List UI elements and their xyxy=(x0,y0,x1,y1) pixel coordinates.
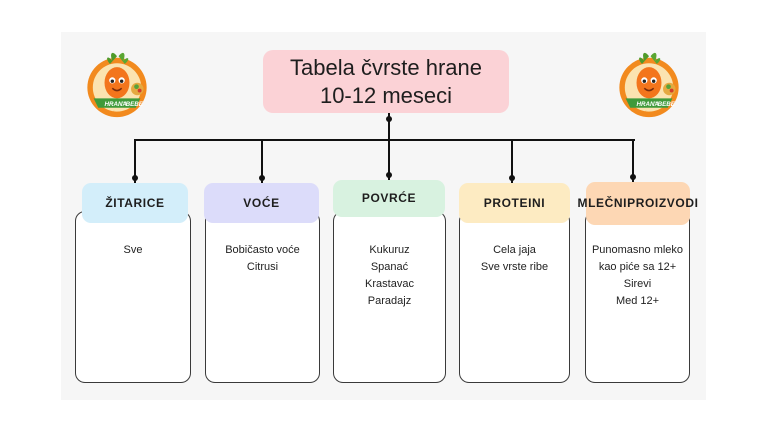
logo-word-bebe: BEBE xyxy=(126,101,144,108)
column-heading-text: MLEČNI xyxy=(577,196,628,210)
column-item: Citrusi xyxy=(246,261,279,273)
column-item: Kukuruz xyxy=(369,244,410,256)
column-box: Sve xyxy=(75,211,191,383)
column-connector-dot xyxy=(630,174,636,180)
column-item: Sve vrste ribe xyxy=(480,261,549,273)
column-item: Punomasno mleko xyxy=(591,244,684,256)
logo-word-za: za xyxy=(122,100,126,104)
column-item: Krastavac xyxy=(365,278,414,290)
logo-tagline: VEČNOVIĆ xyxy=(640,110,659,115)
column-item: Spanać xyxy=(370,261,409,273)
column-connector-dot xyxy=(259,175,265,181)
column-heading-text: ŽITARICE xyxy=(105,195,165,210)
column-connector-dot xyxy=(386,172,392,178)
diagram-title: Tabela čvrste hrane 10-12 meseci xyxy=(263,50,509,113)
column-item: Sve xyxy=(123,244,143,256)
column-connector-dot xyxy=(509,175,515,181)
column-heading: ŽITARICE xyxy=(82,183,188,223)
logo-word-hrana: HRANA xyxy=(105,101,128,108)
logo-tagline: VEČNOVIĆ xyxy=(108,110,127,115)
column-heading-text: PROIZVODI xyxy=(627,196,699,210)
column-heading-text: PROTEINI xyxy=(483,195,546,210)
column-heading: POVRĆE xyxy=(333,180,445,217)
carrot-mascot-logo-left: HRANA za BEBE VEČNOVIĆ xyxy=(87,52,147,118)
logo-word-bebe: BEBE xyxy=(658,101,676,108)
title-line-2: 10-12 meseci xyxy=(319,82,453,108)
column-heading: VOĆE xyxy=(204,183,319,223)
column-item: Sirevi xyxy=(623,278,652,290)
logo-word-hrana: HRANA xyxy=(637,101,660,108)
column-connector-dot xyxy=(132,175,138,181)
carrot-mascot-logo-right: HRANA za BEBE VEČNOVIĆ xyxy=(619,52,679,118)
logo-word-za: za xyxy=(654,100,658,104)
title-line-1: Tabela čvrste hrane xyxy=(290,54,482,80)
column-item: Paradajz xyxy=(367,295,412,307)
column-item: Bobičasto voće xyxy=(225,244,300,256)
column-heading-text: VOĆE xyxy=(243,195,280,210)
column-heading: PROTEINI xyxy=(459,183,570,223)
column-item: Cela jaja xyxy=(493,244,536,256)
column-heading-text: POVRĆE xyxy=(361,191,417,205)
title-connector-dot xyxy=(386,116,392,122)
column-item: kao piće sa 12+ xyxy=(598,261,677,273)
column-item: Med 12+ xyxy=(615,295,660,307)
